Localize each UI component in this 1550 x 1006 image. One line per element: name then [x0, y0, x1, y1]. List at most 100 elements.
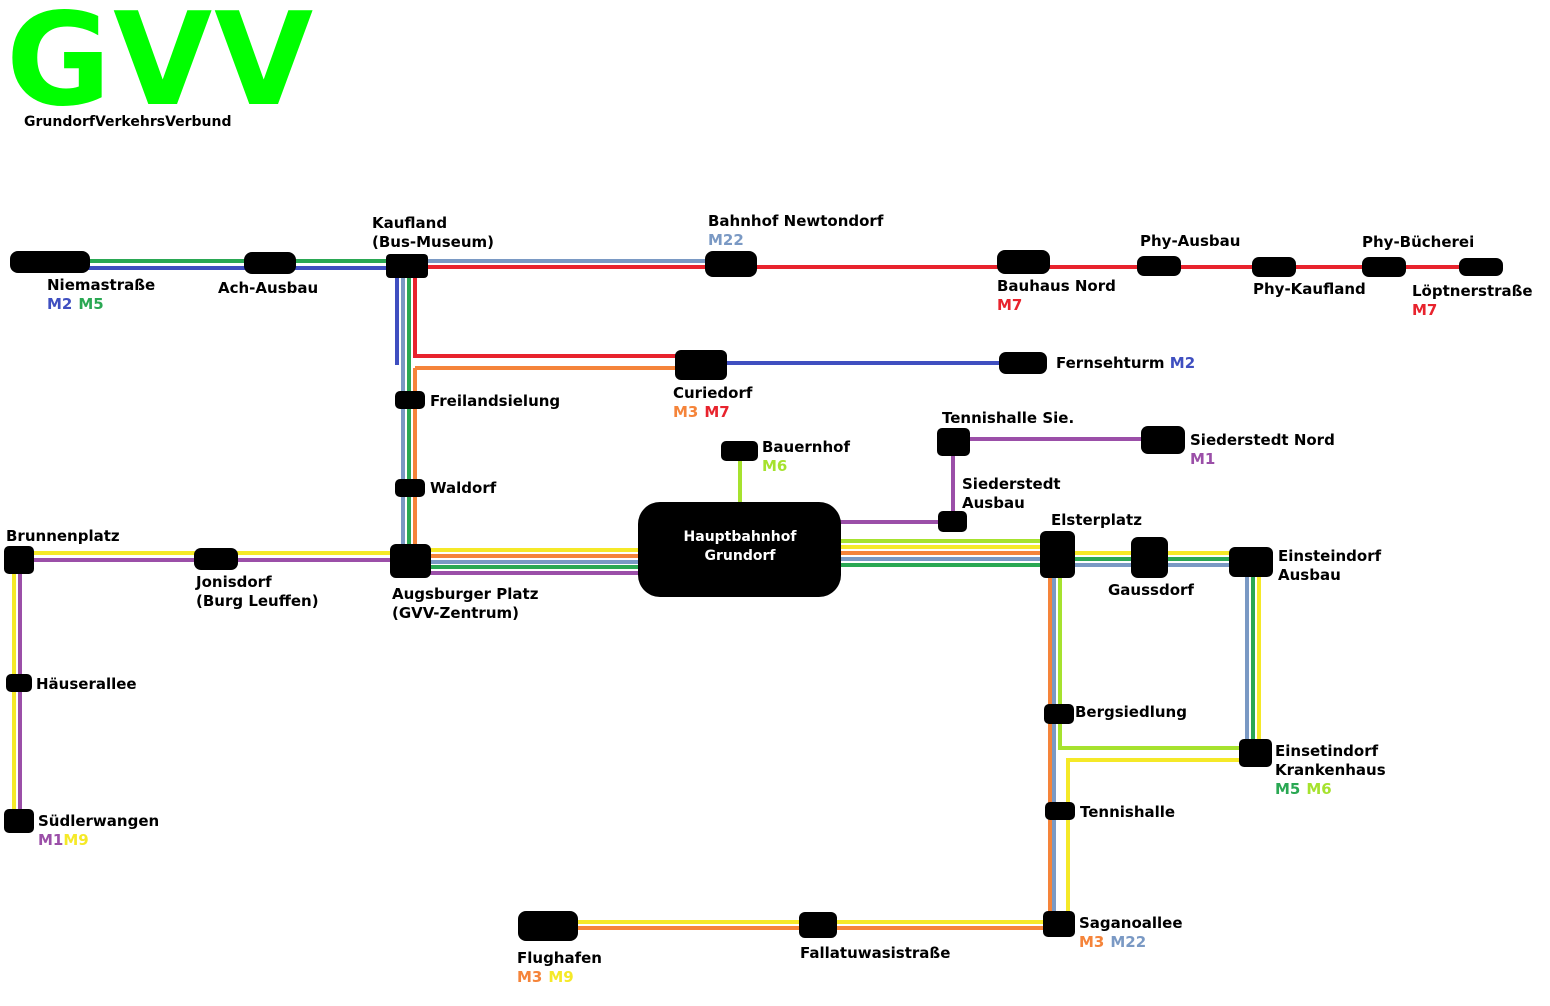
- station-marker-saganoallee: [1043, 911, 1075, 937]
- station-label-freilandsiedlung[interactable]: Freilandsielung: [430, 392, 560, 411]
- line-badge-m22: M22: [1110, 933, 1147, 951]
- station-marker-kaufland: [386, 254, 428, 278]
- station-marker-hauptbahnhof: [638, 502, 841, 597]
- station-label-kaufland[interactable]: Kaufland (Bus-Museum): [372, 214, 494, 252]
- station-marker-elsterplatz: [1040, 531, 1075, 578]
- line-m6-elster-krankenhaus: [1058, 560, 1254, 750]
- line-badge-m7: M7: [704, 403, 730, 421]
- station-name: Hauptbahnhof: [683, 529, 797, 545]
- station-name-line2: Krankenhaus: [1275, 761, 1386, 779]
- station-marker-phy-kaufland: [1252, 257, 1296, 277]
- station-label-bergsiedlung[interactable]: Bergsiedlung: [1075, 703, 1187, 722]
- line-badge-m22: M22: [708, 231, 744, 249]
- station-name: Bahnhof Newtondorf: [708, 212, 884, 230]
- station-label-haeuserallee[interactable]: Häuserallee: [36, 675, 137, 694]
- station-marker-fallatuwasistrasse: [799, 912, 837, 938]
- station-label-gaussdorf[interactable]: Gaussdorf: [1108, 581, 1194, 600]
- station-name-line2: (Bus-Museum): [372, 233, 494, 251]
- logo-title: GVV: [6, 0, 316, 135]
- station-name: Ach-Ausbau: [218, 279, 319, 297]
- station-name: Phy-Bücherei: [1362, 233, 1475, 251]
- station-name: Fernsehturm: [1056, 354, 1165, 372]
- station-label-phy-kaufland[interactable]: Phy-Kaufland: [1253, 280, 1366, 299]
- line-badge-m1: M1: [1190, 450, 1216, 468]
- station-marker-jonisdorf: [194, 548, 238, 570]
- station-marker-freilandsiedlung: [395, 391, 425, 409]
- station-label-suedlerwangen[interactable]: Südlerwangen M1M9: [38, 812, 159, 850]
- station-marker-gaussdorf: [1131, 537, 1168, 578]
- station-marker-ach-ausbau: [244, 252, 296, 274]
- line-badge-m6: M6: [1306, 780, 1332, 798]
- station-label-hauptbahnhof[interactable]: Hauptbahnhof Grundorf: [640, 528, 840, 566]
- station-name: Curiedorf: [673, 384, 753, 402]
- station-label-ach-ausbau[interactable]: Ach-Ausbau: [218, 279, 318, 298]
- station-name-line2: Grundorf: [704, 548, 776, 564]
- station-name: Gaussdorf: [1108, 581, 1194, 599]
- station-name: Niemastraße: [47, 276, 156, 294]
- station-label-waldorf[interactable]: Waldorf: [430, 479, 496, 498]
- station-name: Elsterplatz: [1051, 511, 1142, 529]
- station-label-siederstedt-ausbau[interactable]: Siederstedt Ausbau: [962, 475, 1061, 513]
- station-name: Freilandsielung: [430, 392, 561, 410]
- station-marker-niemastrasse: [10, 251, 90, 273]
- station-marker-tennishalle-sie: [937, 428, 970, 456]
- station-marker-fernsehturm: [999, 352, 1047, 374]
- station-name: Fallatuwasistraße: [800, 944, 951, 962]
- station-name: Tennishalle Sie.: [942, 409, 1075, 427]
- station-marker-siederstedt-ausbau: [938, 511, 967, 532]
- station-label-bauernhof[interactable]: Bauernhof M6: [762, 438, 850, 476]
- station-name: Phy-Ausbau: [1140, 232, 1241, 250]
- station-label-bauhaus-nord[interactable]: Bauhaus Nord M7: [997, 277, 1116, 315]
- line-badge-m2: M2: [47, 295, 73, 313]
- station-label-jonisdorf[interactable]: Jonisdorf (Burg Leuffen): [196, 573, 319, 611]
- station-marker-phy-ausbau: [1137, 256, 1181, 276]
- station-label-tennishalle-sie[interactable]: Tennishalle Sie.: [942, 409, 1074, 428]
- station-name: Bauernhof: [762, 438, 850, 456]
- station-label-einsteindorf-ausbau[interactable]: Einsteindorf Ausbau: [1278, 547, 1381, 585]
- line-badge-m7: M7: [997, 296, 1023, 314]
- station-marker-bauernhof: [721, 441, 758, 461]
- station-label-curiedorf[interactable]: Curiedorf M3 M7: [673, 384, 752, 422]
- line-badge-m5: M5: [78, 295, 104, 313]
- station-name: Einsetindorf: [1275, 742, 1379, 760]
- station-name: Brunnenplatz: [6, 527, 120, 545]
- line-badge-m5: M5: [1275, 780, 1301, 798]
- station-marker-brunnenplatz: [4, 546, 34, 574]
- station-marker-einsteindorf-krankenhaus: [1239, 739, 1272, 767]
- station-name: Flughafen: [517, 949, 602, 967]
- station-label-flughafen[interactable]: Flughafen M3 M9: [517, 949, 602, 987]
- line-badge-m3: M3: [673, 403, 699, 421]
- station-name: Jonisdorf: [196, 573, 272, 591]
- station-label-fernsehturm[interactable]: Fernsehturm M2: [1056, 354, 1195, 373]
- station-name: Saganoallee: [1079, 914, 1183, 932]
- station-label-einsteindorf-krankenhaus[interactable]: Einsetindorf Krankenhaus M5 M6: [1275, 742, 1386, 799]
- station-label-siederstedt-nord[interactable]: Siederstedt Nord M1: [1190, 431, 1335, 469]
- station-marker-haeuserallee: [6, 674, 32, 692]
- station-marker-waldorf: [395, 479, 425, 497]
- station-label-fallatuwasistrasse[interactable]: Fallatuwasistraße: [800, 944, 950, 963]
- line-badge-m3: M3: [517, 968, 543, 986]
- station-label-phy-ausbau[interactable]: Phy-Ausbau: [1140, 232, 1240, 251]
- station-name: Bauhaus Nord: [997, 277, 1116, 295]
- station-label-phy-buecherei[interactable]: Phy-Bücherei: [1362, 233, 1474, 252]
- station-name-line2: Ausbau: [1278, 566, 1341, 584]
- station-name: Siederstedt Nord: [1190, 431, 1335, 449]
- station-label-loeptnerstrasse[interactable]: Löptnerstraße M7: [1412, 282, 1533, 320]
- station-markers: [4, 250, 1503, 941]
- station-label-tennishalle[interactable]: Tennishalle: [1080, 803, 1175, 822]
- station-name-line2: (Burg Leuffen): [196, 592, 319, 610]
- station-label-elsterplatz[interactable]: Elsterplatz: [1051, 511, 1142, 530]
- station-label-augsburger-platz[interactable]: Augsburger Platz (GVV-Zentrum): [392, 585, 538, 623]
- line-m7-kaufland-curiedorf: [413, 265, 700, 358]
- station-label-niemastrasse[interactable]: Niemastraße M2 M5: [47, 276, 155, 314]
- station-name: Waldorf: [430, 479, 497, 497]
- station-name-line2: Ausbau: [962, 494, 1025, 512]
- line-badge-m9: M9: [548, 968, 574, 986]
- station-marker-loeptnerstrasse: [1459, 258, 1503, 276]
- station-label-brunnenplatz[interactable]: Brunnenplatz: [6, 527, 120, 546]
- line-badge-m7: M7: [1412, 301, 1438, 319]
- station-label-bahnhof-newtondorf[interactable]: Bahnhof Newtondorf M22: [708, 212, 883, 250]
- station-marker-bahnhof-newtondorf: [705, 251, 757, 277]
